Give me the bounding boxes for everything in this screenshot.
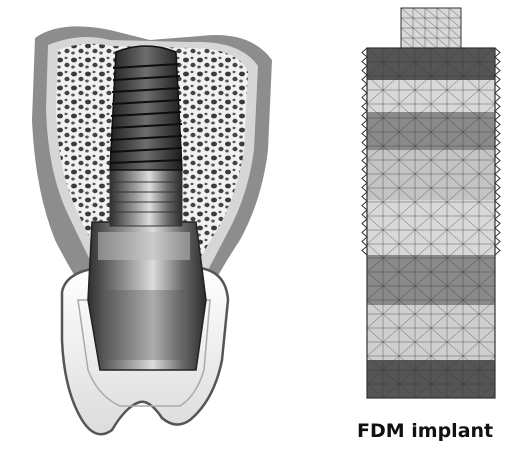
dental-implant-illustration (0, 0, 300, 453)
fdm-mesh-implant (345, 0, 515, 453)
abutment-shadow (104, 290, 184, 360)
figure-caption: FDM implant (357, 420, 515, 442)
implant-neck (110, 170, 182, 226)
thread-right (495, 48, 500, 255)
abutment-collar (98, 232, 190, 260)
thread-left (362, 48, 367, 255)
